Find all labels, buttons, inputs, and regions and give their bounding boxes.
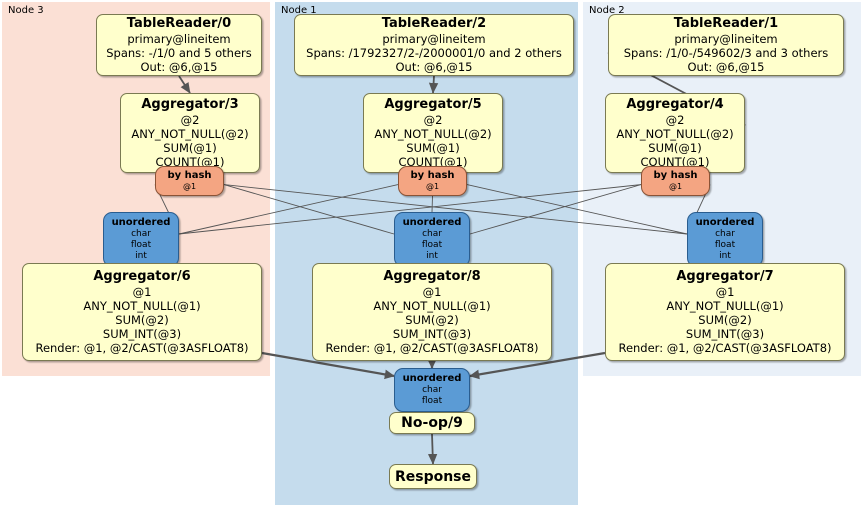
cluster-label-node-2: Node 2 xyxy=(589,5,625,16)
node-title: unordered xyxy=(402,373,462,384)
node-detail-line: SUM(@2) xyxy=(405,313,459,327)
node-detail-line: char xyxy=(131,229,151,239)
node-detail-line: int xyxy=(426,251,438,261)
node-detail-line: Render: @1, @2/CAST(@3ASFLOAT8) xyxy=(325,341,539,355)
node-detail-line: Render: @1, @2/CAST(@3ASFLOAT8) xyxy=(35,341,249,355)
node-detail-line: primary@lineitem xyxy=(127,32,231,46)
node-detail-line: SUM(@1) xyxy=(163,141,217,155)
node-title: Response xyxy=(394,468,472,485)
node-detail-line: @1 xyxy=(715,285,735,299)
node-title: unordered xyxy=(695,217,755,228)
node-detail-line: ANY_NOT_NULL(@2) xyxy=(131,127,249,141)
node-detail-line: @2 xyxy=(423,113,443,127)
node-detail-line: @1 xyxy=(425,182,440,191)
node-detail-line: Spans: -/1/0 and 5 others xyxy=(106,46,252,60)
node-detail-line: SUM_INT(@3) xyxy=(102,327,182,341)
node-detail-line: float xyxy=(421,396,443,406)
node-title: by hash xyxy=(167,170,212,181)
node-detail-line: COUNT(@1) xyxy=(398,155,468,169)
node-detail-line: SUM_INT(@3) xyxy=(685,327,765,341)
node-detail-line: Render: @1, @2/CAST(@3ASFLOAT8) xyxy=(618,341,832,355)
node-detail-line: SUM(@1) xyxy=(406,141,460,155)
node-detail-line: float xyxy=(421,240,443,250)
node-detail-line: SUM(@2) xyxy=(115,313,169,327)
node-detail-line: @1 xyxy=(132,285,152,299)
node-detail-line: char xyxy=(422,229,442,239)
node-detail-line: @2 xyxy=(665,113,685,127)
node-title: Aggregator/4 xyxy=(626,97,724,112)
node-detail-line: ANY_NOT_NULL(@1) xyxy=(666,299,784,313)
node-detail-line: primary@lineitem xyxy=(382,32,486,46)
cluster-label-node-1: Node 1 xyxy=(281,5,317,16)
node-title: Aggregator/7 xyxy=(676,269,774,284)
node-detail-line: COUNT(@1) xyxy=(640,155,710,169)
graph-node-hash5[interactable]: by hash@1 xyxy=(398,166,467,196)
node-detail-line: int xyxy=(719,251,731,261)
node-detail-line: Out: @6,@15 xyxy=(687,60,765,74)
node-detail-line: int xyxy=(135,251,147,261)
node-detail-line: ANY_NOT_NULL(@2) xyxy=(616,127,734,141)
node-title: Aggregator/5 xyxy=(384,97,482,112)
node-detail-line: COUNT(@1) xyxy=(155,155,225,169)
node-detail-line: Spans: /1792327/2-/2000001/0 and 2 other… xyxy=(306,46,562,60)
graph-node-hash4[interactable]: by hash@1 xyxy=(641,166,710,196)
node-title: unordered xyxy=(111,217,171,228)
node-title: Aggregator/8 xyxy=(383,269,481,284)
graph-node-hash3[interactable]: by hash@1 xyxy=(155,166,224,196)
node-detail-line: ANY_NOT_NULL(@2) xyxy=(374,127,492,141)
node-detail-line: ANY_NOT_NULL(@1) xyxy=(373,299,491,313)
node-title: TableReader/0 xyxy=(126,16,232,31)
node-detail-line: Spans: /1/0-/549602/3 and 3 others xyxy=(623,46,829,60)
node-detail-line: @1 xyxy=(182,182,197,191)
node-title: No-op/9 xyxy=(401,415,463,431)
node-detail-line: float xyxy=(130,240,152,250)
cluster-label-node-3: Node 3 xyxy=(8,5,44,16)
graph-node-resp[interactable]: Response xyxy=(389,464,477,489)
node-title: Aggregator/3 xyxy=(141,97,239,112)
graph-node-noop9[interactable]: No-op/9 xyxy=(389,412,475,434)
node-detail-line: ANY_NOT_NULL(@1) xyxy=(83,299,201,313)
node-detail-line: SUM(@1) xyxy=(648,141,702,155)
node-title: TableReader/2 xyxy=(381,16,487,31)
node-title: by hash xyxy=(410,170,455,181)
node-detail-line: @1 xyxy=(668,182,683,191)
node-title: unordered xyxy=(402,217,462,228)
node-detail-line: Out: @6,@15 xyxy=(140,60,218,74)
node-detail-line: primary@lineitem xyxy=(674,32,778,46)
node-title: by hash xyxy=(653,170,698,181)
node-detail-line: float xyxy=(714,240,736,250)
node-detail-line: Out: @6,@15 xyxy=(395,60,473,74)
node-title: Aggregator/6 xyxy=(93,269,191,284)
node-title: TableReader/1 xyxy=(673,16,779,31)
node-detail-line: char xyxy=(715,229,735,239)
node-detail-line: @1 xyxy=(422,285,442,299)
node-detail-line: SUM(@2) xyxy=(698,313,752,327)
node-detail-line: SUM_INT(@3) xyxy=(392,327,472,341)
node-detail-line: char xyxy=(422,385,442,395)
node-detail-line: @2 xyxy=(180,113,200,127)
